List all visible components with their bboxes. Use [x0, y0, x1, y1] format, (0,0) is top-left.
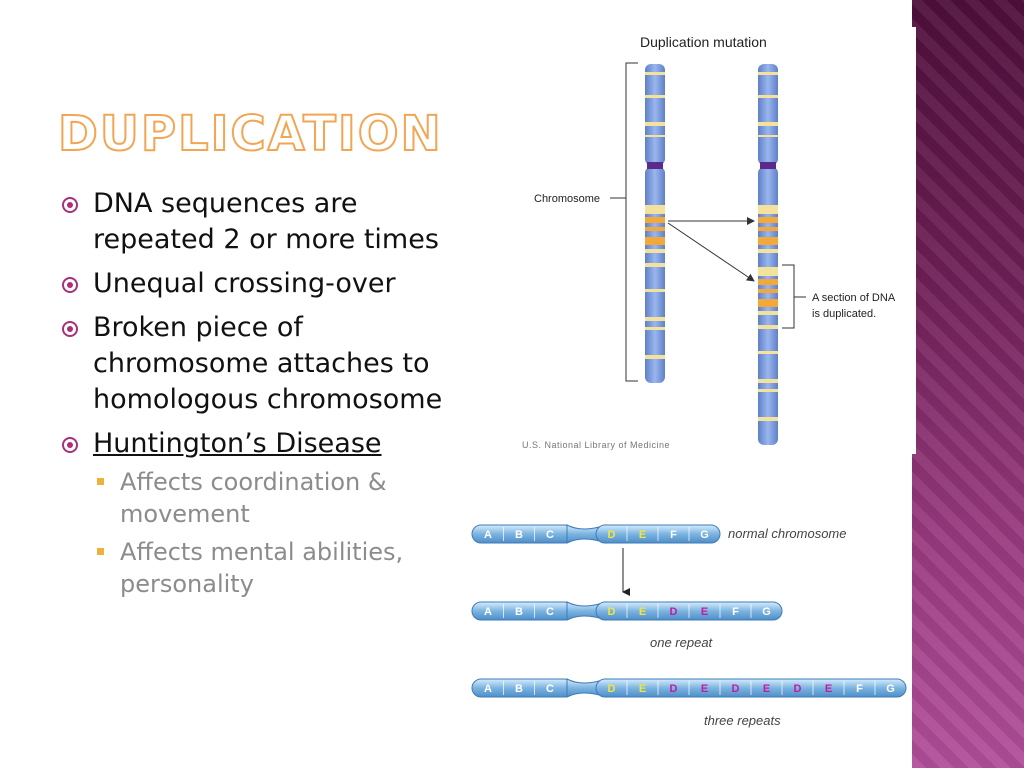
- gene-label: E: [639, 529, 646, 541]
- bullet-item: Broken piece of chromosome attaches to h…: [62, 310, 462, 418]
- duplicated-chromosome: [758, 64, 778, 445]
- gene-label: C: [546, 529, 554, 541]
- figure-title: Duplication mutation: [640, 34, 767, 50]
- bullet-item: Unequal crossing-over: [62, 266, 462, 302]
- sub-bullet-list: Affects coordination & movement Affects …: [93, 466, 462, 600]
- gene-label: D: [732, 683, 740, 695]
- row-label: three repeats: [704, 713, 781, 728]
- bullet-circle-icon: [62, 277, 78, 293]
- gene-label: A: [484, 606, 492, 618]
- arrow-icon: [667, 222, 755, 282]
- bullet-text: DNA sequences are repeated 2 or more tim…: [93, 188, 439, 255]
- gene-label: E: [701, 606, 708, 618]
- gene-label: D: [794, 683, 802, 695]
- bullet-text: Huntington’s Disease: [93, 428, 382, 459]
- gene-label: G: [700, 529, 709, 541]
- sub-bullet-text: Affects mental abilities, personality: [120, 538, 404, 598]
- gene-label: B: [515, 683, 523, 695]
- gene-label: E: [701, 683, 708, 695]
- duplicated-section-bracket: [782, 264, 795, 329]
- gene-label: B: [515, 529, 523, 541]
- row-label: normal chromosome: [728, 526, 847, 541]
- normal-chromosome: [645, 64, 665, 383]
- annotation-line1: A section of DNA: [812, 292, 896, 304]
- gene-label: F: [732, 606, 739, 618]
- gene-label: F: [856, 683, 863, 695]
- bullet-text: Unequal crossing-over: [93, 268, 396, 299]
- gene-label: A: [484, 529, 492, 541]
- gene-label: G: [762, 606, 771, 618]
- bullet-list: DNA sequences are repeated 2 or more tim…: [62, 186, 462, 608]
- sub-bullet-item: Affects coordination & movement: [93, 466, 462, 530]
- decorative-side-band: [912, 0, 1024, 768]
- bullet-circle-icon: [62, 437, 78, 453]
- bullet-circle-icon: [62, 197, 78, 213]
- chromosome-label: Chromosome: [534, 193, 600, 205]
- gene-label: C: [546, 683, 554, 695]
- row-label: one repeat: [650, 635, 714, 650]
- bullet-item: DNA sequences are repeated 2 or more tim…: [62, 186, 462, 258]
- bullet-item: Huntington’s Disease Affects coordinatio…: [62, 426, 462, 600]
- gene-label: B: [515, 606, 523, 618]
- square-bullet-icon: [97, 478, 104, 485]
- gene-label: D: [608, 606, 616, 618]
- gene-label: G: [886, 683, 895, 695]
- figure-credit: U.S. National Library of Medicine: [522, 440, 670, 450]
- bullet-text: Broken piece of chromosome attaches to h…: [93, 312, 443, 415]
- chromosome-bracket: [625, 62, 638, 382]
- gene-label: E: [763, 683, 770, 695]
- annotation-line2: is duplicated.: [812, 308, 876, 320]
- square-bullet-icon: [97, 548, 104, 555]
- gene-label: C: [546, 606, 554, 618]
- gene-label: E: [639, 683, 646, 695]
- bullet-circle-icon: [62, 321, 78, 337]
- gene-label: E: [639, 606, 646, 618]
- gene-label: D: [670, 606, 678, 618]
- gene-label: F: [670, 529, 677, 541]
- gene-label: A: [484, 683, 492, 695]
- slide-title: Duplication: [57, 105, 443, 163]
- sub-bullet-text: Affects coordination & movement: [120, 468, 387, 528]
- gene-label: D: [608, 683, 616, 695]
- gene-label: D: [608, 529, 616, 541]
- duplication-mutation-figure: Duplication mutation Chromosome: [508, 27, 916, 454]
- gene-label: E: [825, 683, 832, 695]
- duplication-diagram: Duplication mutation Chromosome: [522, 34, 896, 450]
- gene-label: D: [670, 683, 678, 695]
- sub-bullet-item: Affects mental abilities, personality: [93, 536, 462, 600]
